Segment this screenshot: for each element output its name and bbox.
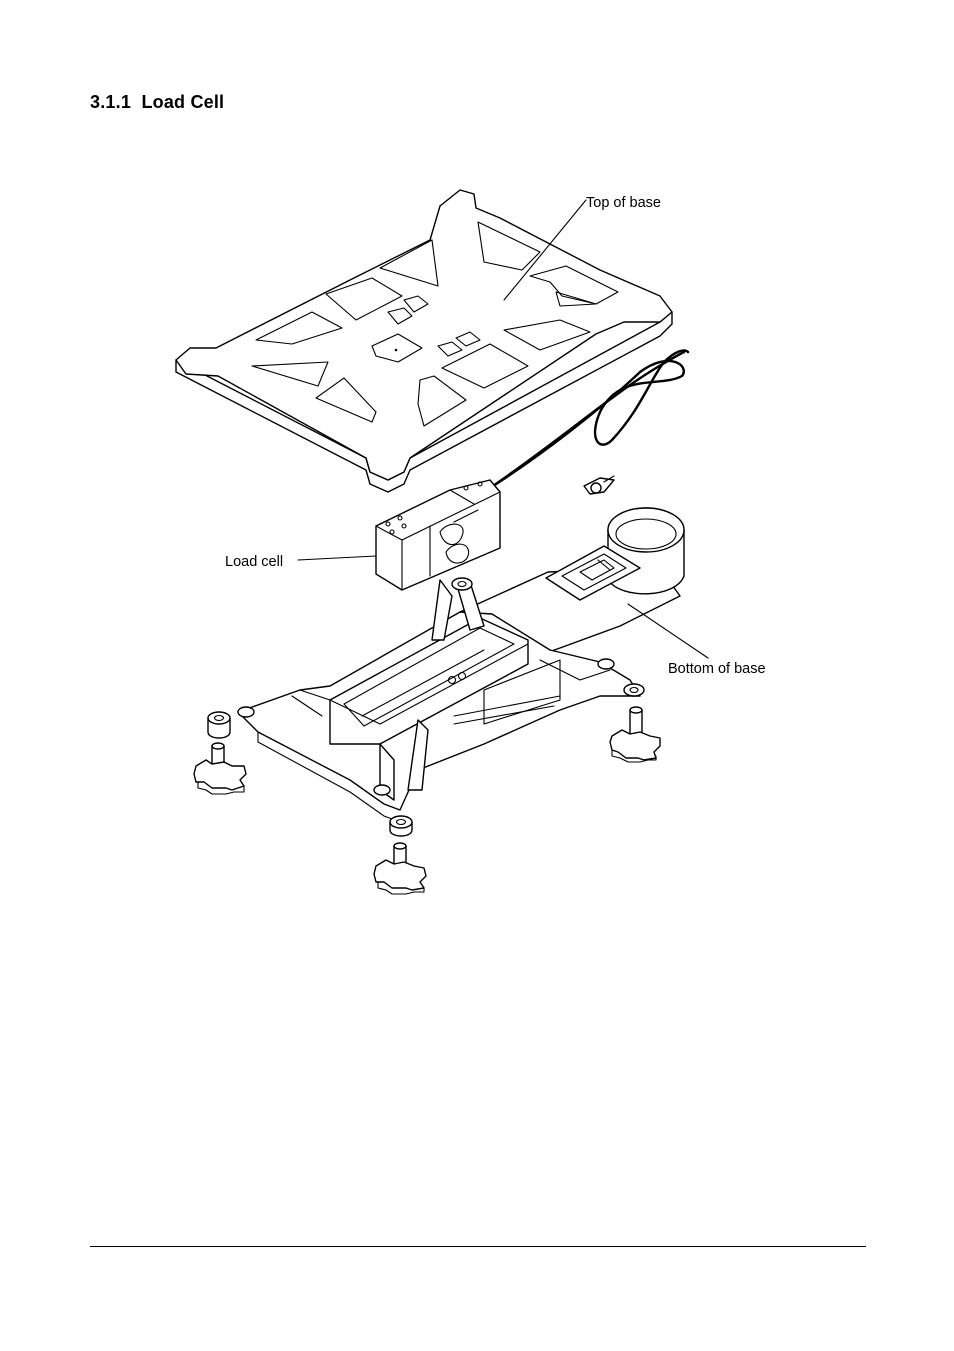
label-load-cell: Load cell: [225, 554, 283, 570]
footer-rule: [90, 1246, 866, 1247]
top-of-base-part: [176, 190, 672, 492]
leveling-foot-right: [610, 707, 660, 762]
leveling-foot-left: [194, 743, 246, 794]
connector-part: [584, 476, 614, 494]
load-cell-part: [298, 480, 500, 590]
label-bottom-of-base: Bottom of base: [668, 661, 766, 677]
label-top-of-base: Top of base: [586, 195, 661, 211]
leveling-foot-bottom: [374, 843, 426, 894]
